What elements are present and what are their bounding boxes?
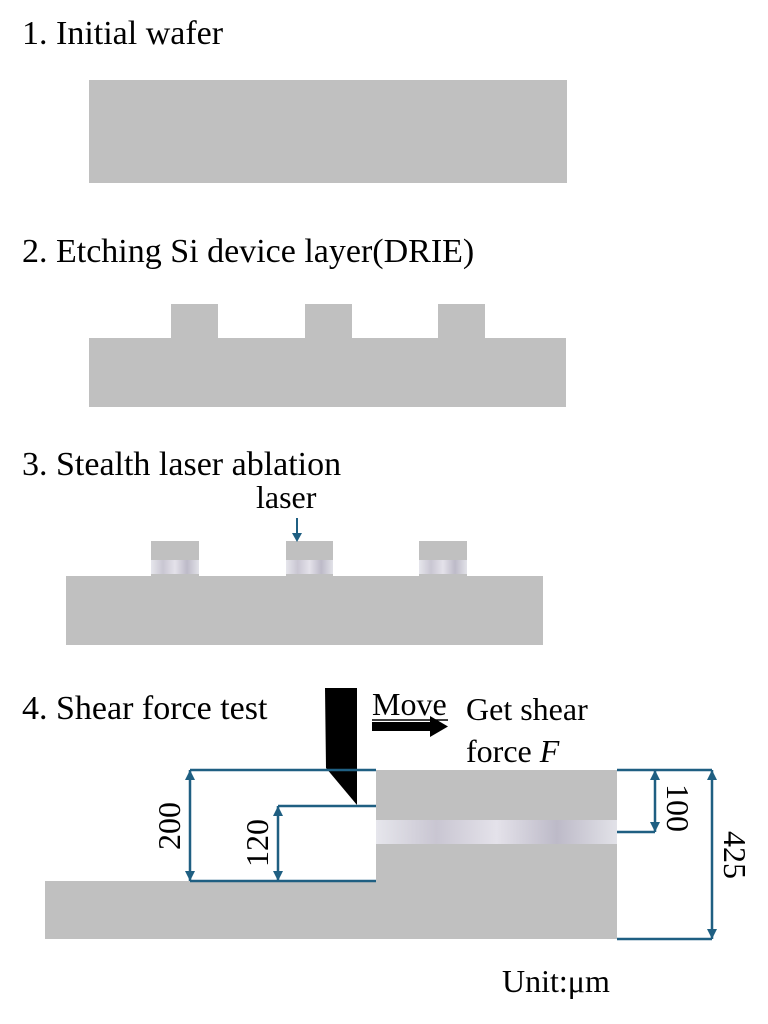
result-line-2: force F bbox=[466, 733, 560, 769]
shear-test-sample bbox=[45, 770, 617, 939]
step4-title: 4. Shear force test bbox=[22, 690, 268, 727]
result-line-1: Get shear bbox=[466, 691, 588, 727]
ablated-wafer bbox=[66, 541, 543, 645]
initial-wafer bbox=[89, 80, 567, 183]
dim-100-label: 100 bbox=[660, 784, 696, 832]
step2-title: 2. Etching Si device layer(DRIE) bbox=[22, 233, 475, 270]
dim-425-label: 425 bbox=[717, 831, 753, 879]
step3-title: 3. Stealth laser ablation bbox=[22, 446, 342, 483]
move-arrow-icon bbox=[372, 716, 448, 737]
laser-arrow-icon bbox=[292, 518, 302, 542]
dim-200-label: 200 bbox=[151, 802, 187, 850]
shear-tool-icon bbox=[325, 688, 357, 805]
unit-label: Unit:μm bbox=[502, 963, 610, 999]
etched-wafer bbox=[89, 304, 566, 407]
dimension-lines bbox=[188, 768, 714, 941]
pillar-3 bbox=[438, 304, 485, 339]
wafer-base bbox=[89, 338, 566, 407]
wafer-base bbox=[66, 576, 543, 645]
ablation-layer-3 bbox=[419, 560, 467, 574]
dim-120-label: 120 bbox=[239, 819, 275, 867]
dimension-arrowheads bbox=[185, 770, 717, 939]
step1-title: 1. Initial wafer bbox=[22, 15, 224, 52]
laser-label: laser bbox=[256, 479, 317, 515]
ablation-layer bbox=[376, 820, 617, 844]
move-label: Move bbox=[372, 686, 447, 722]
wafer-base bbox=[45, 881, 617, 939]
ablation-layer-2 bbox=[286, 560, 333, 574]
ablation-layer-1 bbox=[151, 560, 199, 574]
pillar-2 bbox=[305, 304, 352, 339]
pillar-1 bbox=[171, 304, 218, 339]
